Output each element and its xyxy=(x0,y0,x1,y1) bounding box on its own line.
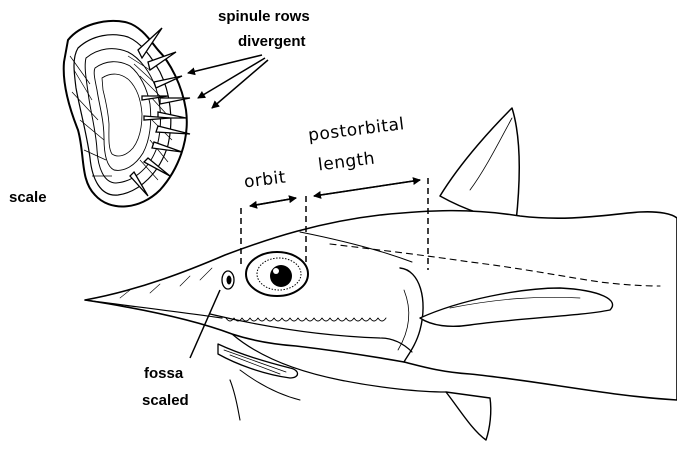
orbit-measure-arrow xyxy=(250,198,296,206)
postorbital-measure-arrow xyxy=(314,180,420,196)
scale-illustration xyxy=(64,21,190,207)
label-divergent: divergent xyxy=(238,34,306,49)
label-scaled: scaled xyxy=(142,393,189,408)
eye xyxy=(246,252,308,296)
label-orbit: orbit xyxy=(243,169,287,191)
label-fossa: fossa xyxy=(144,366,183,381)
label-scale: scale xyxy=(9,190,47,205)
label-spinule-rows: spinule rows xyxy=(218,9,310,24)
spinule-arrows xyxy=(188,55,268,108)
